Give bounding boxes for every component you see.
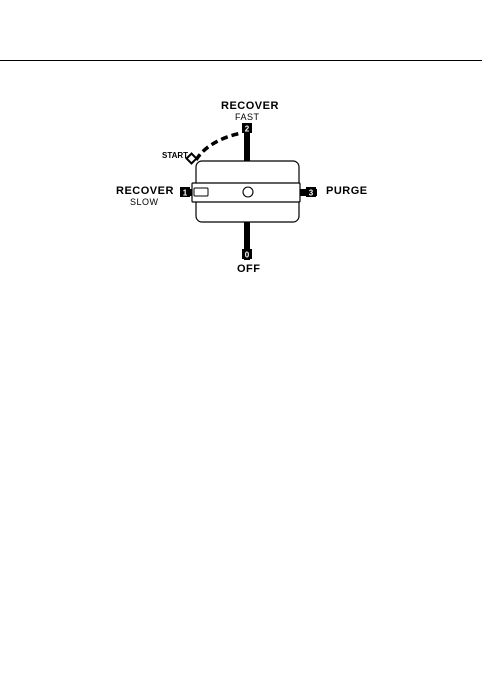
position-label-recover-fast: RECOVER (221, 101, 279, 112)
position-number-0: 0 (245, 251, 250, 260)
position-label-off: OFF (237, 264, 261, 275)
position-label-recover-slow: RECOVER (116, 186, 174, 197)
position-sublabel-fast: FAST (235, 113, 260, 122)
start-arc-dashed (196, 133, 242, 160)
knob-indicator-slot (194, 188, 208, 196)
position-number-1: 1 (183, 189, 188, 198)
knob-center-circle (243, 187, 253, 197)
position-label-purge: PURGE (326, 186, 368, 197)
position-number-3: 3 (309, 189, 314, 198)
position-number-2: 2 (245, 125, 250, 134)
position-sublabel-slow: SLOW (130, 198, 159, 207)
start-label: START (162, 152, 188, 160)
